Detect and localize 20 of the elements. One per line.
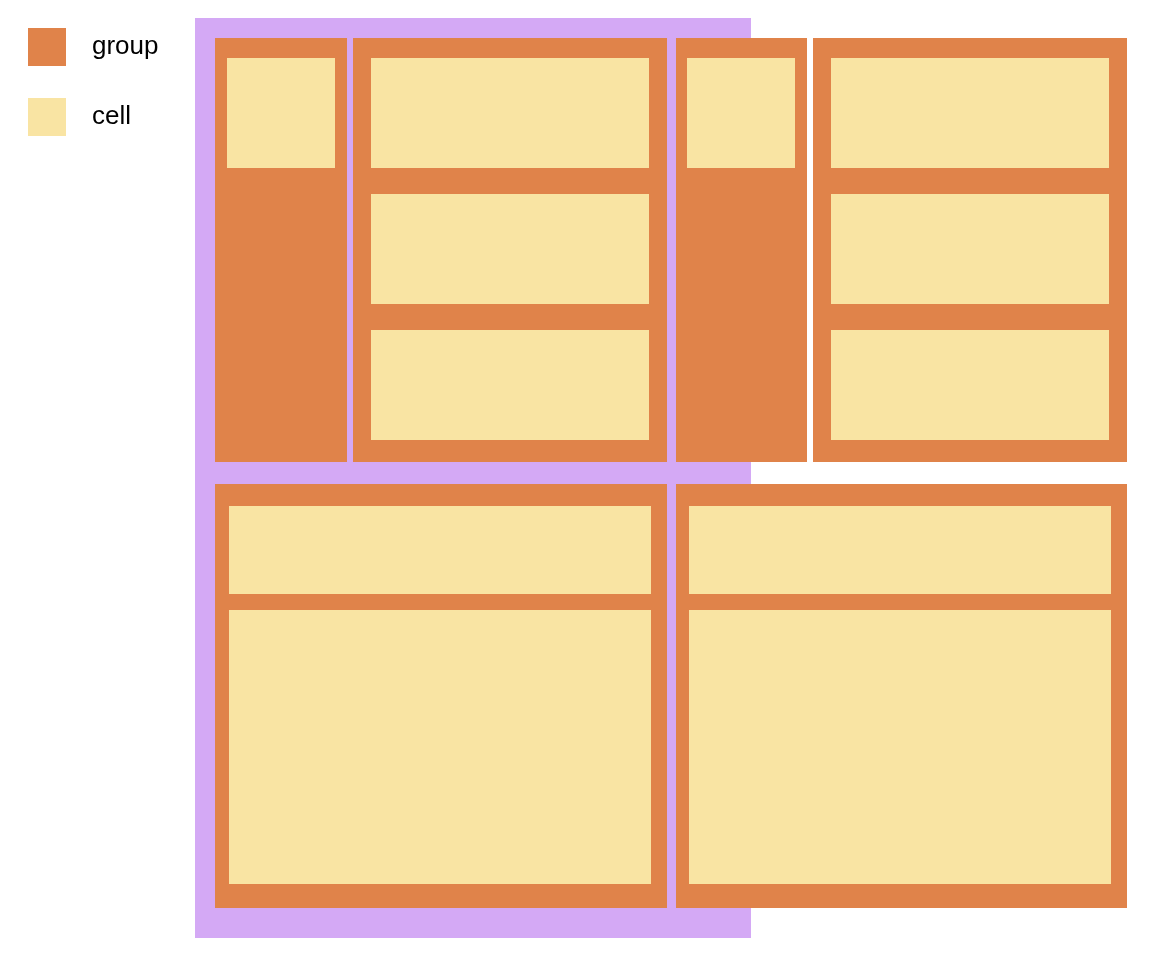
cell-panel bbox=[229, 506, 651, 594]
group-panel bbox=[813, 38, 1127, 462]
cell-panel bbox=[371, 58, 649, 168]
group-panel bbox=[676, 484, 1127, 908]
cell-panel bbox=[227, 58, 335, 168]
cell-panel bbox=[831, 194, 1109, 304]
group-panel bbox=[676, 38, 807, 462]
cell-panel bbox=[229, 610, 651, 884]
group-panel bbox=[215, 38, 347, 462]
cell-panel bbox=[831, 330, 1109, 440]
cell-panel bbox=[689, 610, 1111, 884]
legend-label: cell bbox=[92, 100, 131, 131]
group-panel bbox=[215, 484, 667, 908]
cell-panel bbox=[371, 194, 649, 304]
legend-label: group bbox=[92, 30, 159, 61]
group-panel bbox=[353, 38, 667, 462]
cell-panel bbox=[831, 58, 1109, 168]
cell-panel bbox=[689, 506, 1111, 594]
cell-panel bbox=[371, 330, 649, 440]
cell-panel bbox=[687, 58, 795, 168]
